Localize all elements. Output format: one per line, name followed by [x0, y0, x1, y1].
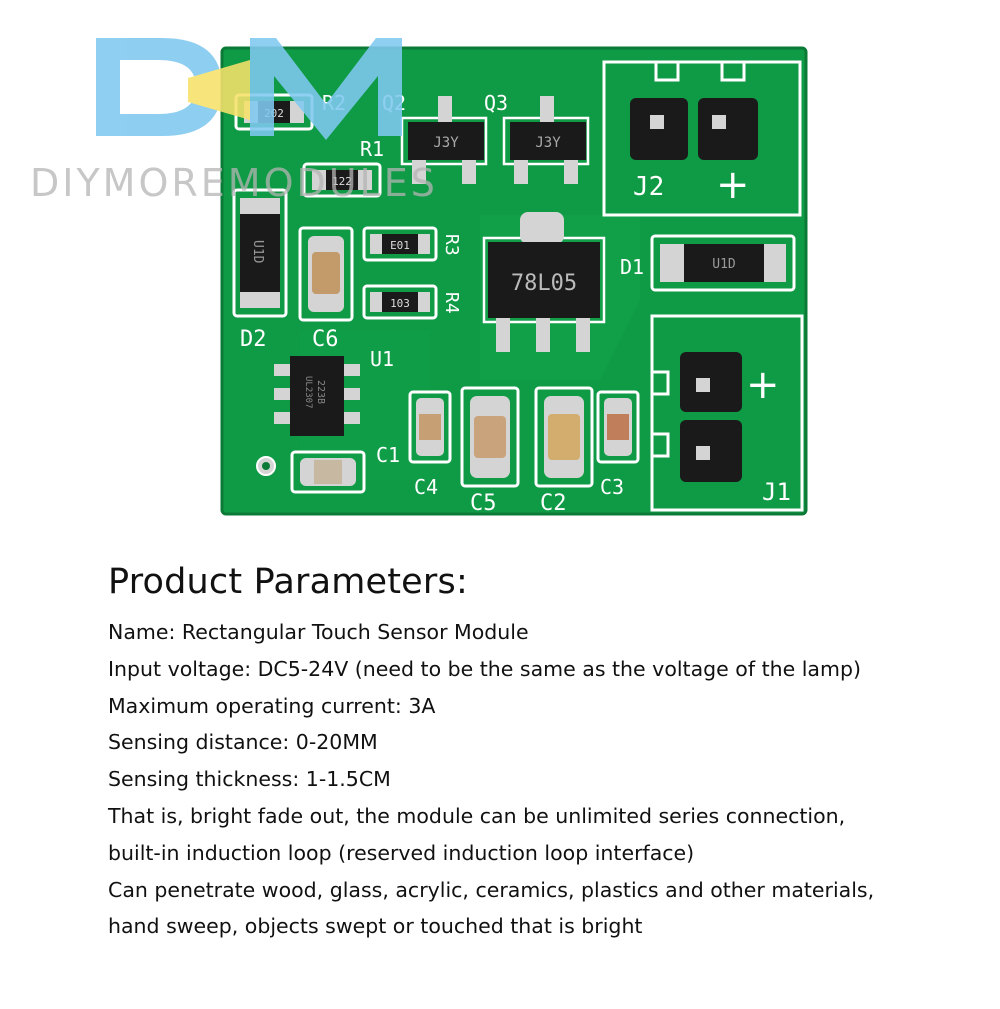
param-max-current: Maximum operating current: 3A — [108, 693, 436, 718]
c2-label: C2 — [540, 491, 567, 516]
q2-marking: J3Y — [433, 135, 459, 151]
c3-label: C3 — [600, 475, 624, 499]
r3-resistor: E01 — [362, 226, 438, 262]
c5-label: C5 — [470, 491, 497, 516]
d1-marking: U1D — [712, 257, 736, 272]
d2-label: D2 — [240, 327, 267, 352]
param-name: Name: Rectangular Touch Sensor Module — [108, 620, 529, 644]
param-sensing-distance: Sensing distance: 0-20MM — [108, 730, 378, 755]
r1-label: R1 — [360, 137, 384, 161]
product-photo: J2 + + J1 202 R2 Q2 J3Y Q3 J3Y — [0, 0, 808, 516]
q2-transistor: J3Y — [400, 96, 488, 184]
r1-resistor: 122 — [302, 162, 382, 198]
q3-label: Q3 — [484, 91, 508, 115]
param-description-4: hand sweep, objects swept or touched tha… — [108, 914, 643, 939]
param-description-1: That is, bright fade out, the module can… — [108, 803, 846, 828]
u1-chip: 223B UL2307 — [274, 356, 360, 436]
c1-label: C1 — [376, 443, 400, 467]
r1-marking: 122 — [332, 175, 352, 188]
voltage-regulator: 78L05 — [482, 212, 606, 352]
d2-marking: U1D — [250, 240, 265, 264]
regulator-marking: 78L05 — [511, 271, 577, 296]
j1-plus-label: + — [746, 362, 780, 408]
c4-capacitor — [408, 390, 452, 464]
j2-pin-1 — [630, 98, 688, 160]
c3-capacitor — [596, 390, 640, 464]
u1-marking-2: UL2307 — [303, 376, 313, 409]
r3-marking: E01 — [390, 239, 410, 252]
watermark-logo: DM — [0, 0, 402, 140]
c6-capacitor — [298, 226, 354, 322]
r3-label: R3 — [441, 234, 462, 256]
j2-plus-label: + — [716, 162, 750, 208]
parameters-heading: Product Parameters: — [108, 562, 468, 602]
product-parameters: Product Parameters: Name: Rectangular To… — [108, 562, 988, 945]
j1-pin-2 — [680, 420, 742, 482]
d2-diode: U1D — [232, 188, 288, 318]
j2-pin-2 — [698, 98, 758, 160]
q3-transistor: J3Y — [502, 96, 590, 184]
d1-label: D1 — [620, 255, 644, 279]
watermark-logo-text: DM — [0, 0, 2, 1]
j1-pin-1 — [680, 352, 742, 412]
u1-label: U1 — [370, 347, 394, 371]
j2-label: J2 — [633, 172, 664, 202]
j1-label: J1 — [762, 478, 791, 506]
c5-capacitor — [460, 386, 520, 488]
c4-label: C4 — [414, 475, 438, 499]
param-sensing-thickness: Sensing thickness: 1-1.5CM — [108, 767, 391, 792]
param-input-voltage: Input voltage: DC5-24V (need to be the s… — [108, 656, 861, 681]
c2-capacitor — [534, 386, 594, 488]
param-description-2: built-in induction loop (reserved induct… — [108, 840, 695, 865]
param-description-3: Can penetrate wood, glass, acrylic, cera… — [108, 877, 875, 902]
c6-label: C6 — [312, 327, 339, 352]
r4-label: R4 — [441, 292, 462, 314]
q3-marking: J3Y — [535, 135, 561, 151]
watermark-brand-text: DIYMOREMODULES — [30, 161, 438, 205]
bottom-capacitor — [290, 450, 366, 494]
d1-diode: U1D — [650, 234, 796, 292]
r4-resistor: 103 — [362, 284, 438, 320]
u1-marking-1: 223B — [315, 380, 326, 404]
r4-marking: 103 — [390, 297, 410, 310]
